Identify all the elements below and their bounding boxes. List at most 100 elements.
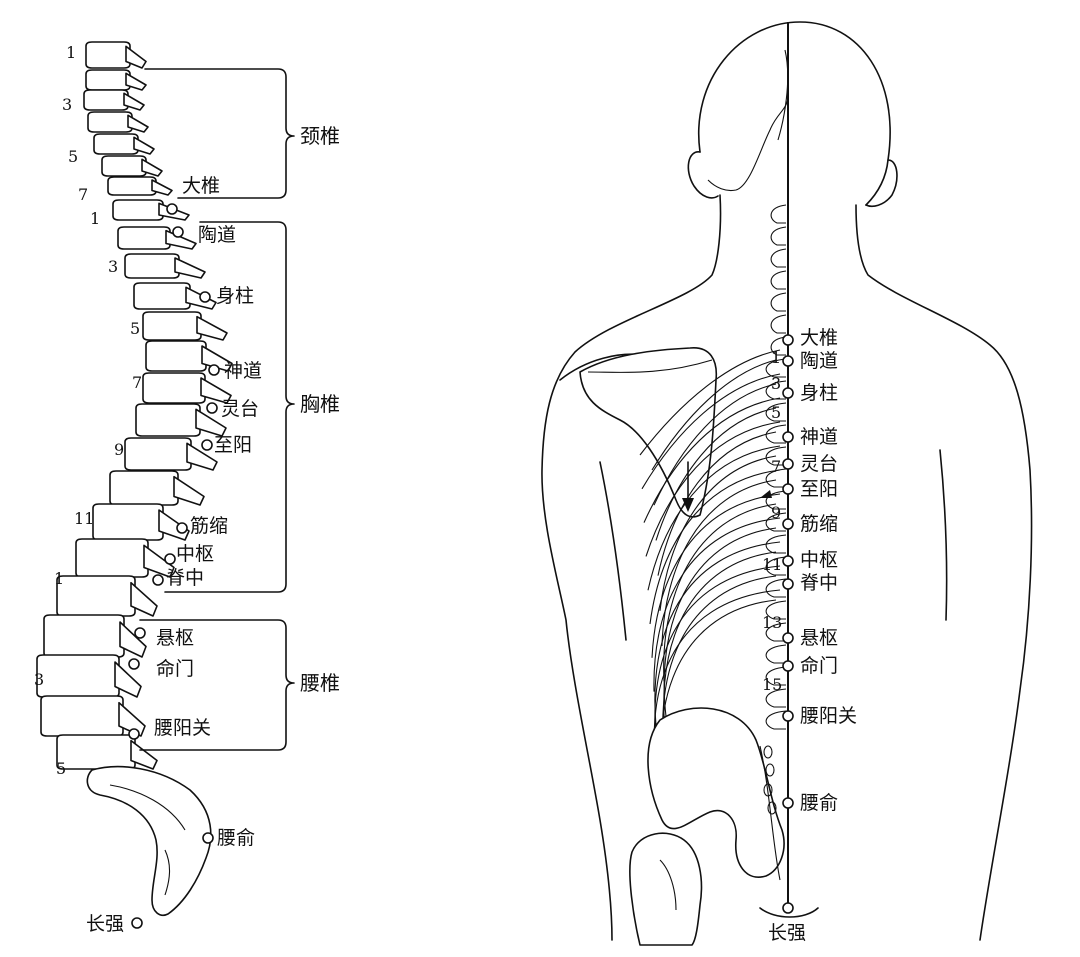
acupoint-zhiyang-marker: [202, 440, 212, 450]
acupoint-yaoyangguan-marker: [783, 711, 793, 721]
vertebra-number: 7: [771, 457, 781, 476]
acupoint-dazhui-label: 大椎: [800, 327, 838, 349]
vertebra-number: 1: [66, 43, 76, 62]
vertebra-body: [57, 735, 135, 769]
vertebra: [41, 696, 145, 736]
acupoint-lingtai-marker: [783, 459, 793, 469]
vertebra-body: [88, 112, 132, 132]
spine-segment: [771, 271, 786, 289]
vertebra: [86, 70, 146, 90]
vertebra-body: [146, 341, 206, 371]
vertebra-number: 11: [74, 509, 94, 528]
rib: [650, 470, 780, 624]
vertebra: [146, 341, 232, 371]
rib: [654, 518, 780, 692]
vertebra: [108, 177, 172, 195]
vertebra-body: [76, 539, 148, 577]
scapula-shape: [580, 348, 716, 517]
acupoint-yaoshu-marker: [203, 833, 213, 843]
acupoint-jizhong-label: 脊中: [800, 572, 838, 594]
vertebra: [86, 42, 146, 68]
acupoint-jizhong-marker: [783, 579, 793, 589]
acupoint-lingtai-label: 灵台: [800, 453, 838, 475]
head-outline: [699, 22, 890, 205]
vertebra-body: [84, 90, 128, 110]
vertebra-number: 5: [771, 403, 781, 422]
acupoint-zhongshu-label: 中枢: [176, 543, 214, 565]
vertebra: [57, 576, 157, 616]
vertebra-body: [110, 471, 178, 505]
hair-detail: [778, 50, 788, 140]
acupoint-taodao-marker: [783, 356, 793, 366]
foramen: [766, 764, 774, 776]
vertebra-body: [125, 438, 191, 470]
spine-segment: [771, 205, 786, 223]
vertebra: [76, 539, 174, 577]
vertebra-number: 15: [762, 675, 782, 694]
acupoint-mingmen-label: 命门: [800, 655, 838, 677]
acupoint-changqiang-label: 长强: [768, 922, 806, 944]
vertebra-body: [125, 254, 179, 278]
femur-head-shape: [630, 833, 702, 945]
vertebra-body: [118, 227, 170, 249]
acupoint-shenzhu-marker: [200, 292, 210, 302]
vertebra-number: 3: [34, 670, 44, 689]
acupoint-shendao-marker: [783, 432, 793, 442]
acupoint-shenzhu-label: 身柱: [216, 285, 254, 307]
vertebra-number: 1: [90, 209, 100, 228]
vertebra-body: [134, 283, 190, 309]
lumbar-label: 腰椎: [300, 671, 340, 695]
acupoint-xuanshu-label: 悬枢: [156, 627, 194, 649]
vertebra-body: [113, 200, 163, 220]
acupoint-yaoyangguan-label: 腰阳关: [154, 717, 211, 739]
acupoint-shendao-label: 神道: [800, 426, 838, 448]
vertebra-body: [94, 134, 138, 154]
vertebra: [84, 90, 144, 110]
torso-right-outline: [856, 205, 1032, 940]
acupoint-jizhong-marker: [153, 575, 163, 585]
vertebra-body: [44, 615, 124, 657]
acupoint-mingmen-label: 命门: [156, 658, 194, 680]
foramen: [764, 746, 772, 758]
acupoint-yaoshu-label: 腰俞: [217, 827, 255, 849]
hairline: [708, 90, 788, 191]
acupoint-jinsuo-label: 筋缩: [800, 513, 838, 535]
acupoint-shenzhu-marker: [783, 388, 793, 398]
acupoint-changqiang-marker: [132, 918, 142, 928]
acupoint-zhiyang-label: 至阳: [214, 434, 252, 456]
acupoint-dazhui-marker: [783, 335, 793, 345]
acupoint-mingmen-marker: [783, 661, 793, 671]
vertebra: [94, 134, 154, 154]
cervical-label: 颈椎: [300, 124, 340, 148]
acupoint-zhongshu-marker: [165, 554, 175, 564]
vertebra-body: [86, 42, 130, 68]
vertebra: [37, 655, 141, 697]
acupoint-zhongshu-marker: [783, 556, 793, 566]
acupoint-yaoyangguan-label: 腰阳关: [800, 705, 857, 727]
spine-segment: [766, 535, 786, 553]
vertebra-number: 7: [132, 373, 142, 392]
acupoint-yaoshu-marker: [783, 798, 793, 808]
acupoint-xuanshu-label: 悬枢: [800, 627, 838, 649]
acupoint-zhiyang-label: 至阳: [800, 478, 838, 500]
left-arm-inner: [600, 462, 626, 640]
vertebra-body: [37, 655, 119, 697]
right-arm-inner: [940, 450, 947, 620]
acupoint-lingtai-label: 灵台: [221, 398, 259, 420]
vertebra-body: [143, 373, 205, 403]
acupoint-taodao-label: 陶道: [800, 350, 838, 372]
vertebra-body: [41, 696, 123, 736]
acupoint-xuanshu-marker: [783, 633, 793, 643]
acupoint-dazhui-label: 大椎: [182, 175, 220, 197]
thoracic-label: 胸椎: [300, 392, 340, 416]
vertebra-number: 1: [54, 569, 64, 588]
sacrum-shape: [87, 767, 210, 916]
vertebra-number: 3: [108, 257, 118, 276]
acupoint-changqiang-marker: [783, 903, 793, 913]
vertebra-number: 9: [771, 503, 781, 522]
vertebra: [57, 735, 157, 769]
acupoint-jinsuo-marker: [177, 523, 187, 533]
acupoint-zhiyang-marker: [783, 484, 793, 494]
